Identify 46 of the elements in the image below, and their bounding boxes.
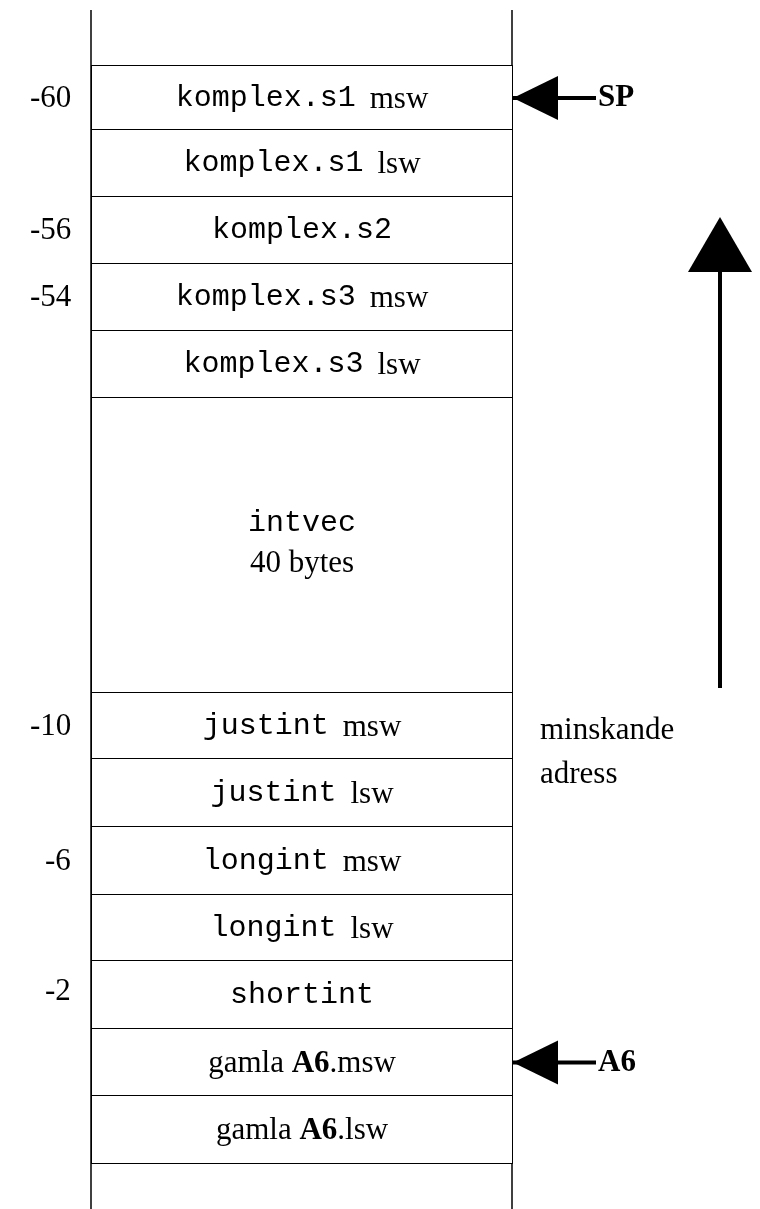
memory-cell: [91, 1028, 513, 1097]
offset-label: -10: [30, 707, 72, 743]
memory-cell: [91, 826, 513, 896]
offset-label: -54: [30, 278, 72, 314]
arrow: [513, 76, 596, 120]
cell-text: gamla A6.msw: [208, 1044, 396, 1081]
pointer-label: A6: [598, 1043, 636, 1079]
word-suffix: msw: [342, 842, 402, 879]
offset-label: -60: [30, 79, 72, 115]
memory-cell: [91, 65, 513, 131]
memory-cell: [91, 1095, 513, 1164]
memory-cell: [91, 758, 513, 828]
size-text: 40 bytes: [249, 544, 355, 580]
memory-cell: [91, 397, 513, 694]
pointer-label: SP: [598, 78, 635, 114]
word-suffix: msw: [342, 707, 402, 744]
variable-name: komplex.s3: [175, 280, 356, 315]
word-suffix: lsw: [350, 774, 394, 811]
offset-label: -6: [45, 842, 71, 878]
memory-cell: [91, 129, 513, 198]
word-suffix: lsw: [377, 145, 421, 182]
variable-name: shortint: [230, 977, 374, 1012]
variable-name: komplex.s3: [183, 347, 364, 382]
offset-label: -2: [45, 972, 71, 1008]
memory-cell: [91, 960, 513, 1030]
variable-name: komplex.s1: [183, 146, 364, 181]
memory-cell: [91, 692, 513, 760]
variable-name: intvec: [248, 506, 356, 540]
variable-name: justint: [210, 775, 337, 810]
variable-name: komplex.s1: [175, 80, 356, 115]
cell-text: gamla A6.lsw: [215, 1111, 389, 1148]
variable-name: justint: [202, 708, 329, 743]
word-suffix: lsw: [377, 346, 421, 383]
direction-note: minskande adress: [540, 710, 676, 792]
variable-name: longint: [202, 843, 329, 878]
memory-cell: [91, 330, 513, 399]
word-suffix: msw: [369, 279, 429, 316]
variable-name: komplex.s2: [212, 213, 392, 248]
word-suffix: lsw: [350, 909, 394, 946]
memory-cell: [91, 196, 513, 265]
variable-name: longint: [210, 910, 337, 945]
memory-cell: [91, 894, 513, 962]
offset-label: -56: [30, 211, 72, 247]
arrow: [513, 1040, 596, 1085]
word-suffix: msw: [369, 79, 429, 116]
memory-cell: [91, 263, 513, 332]
